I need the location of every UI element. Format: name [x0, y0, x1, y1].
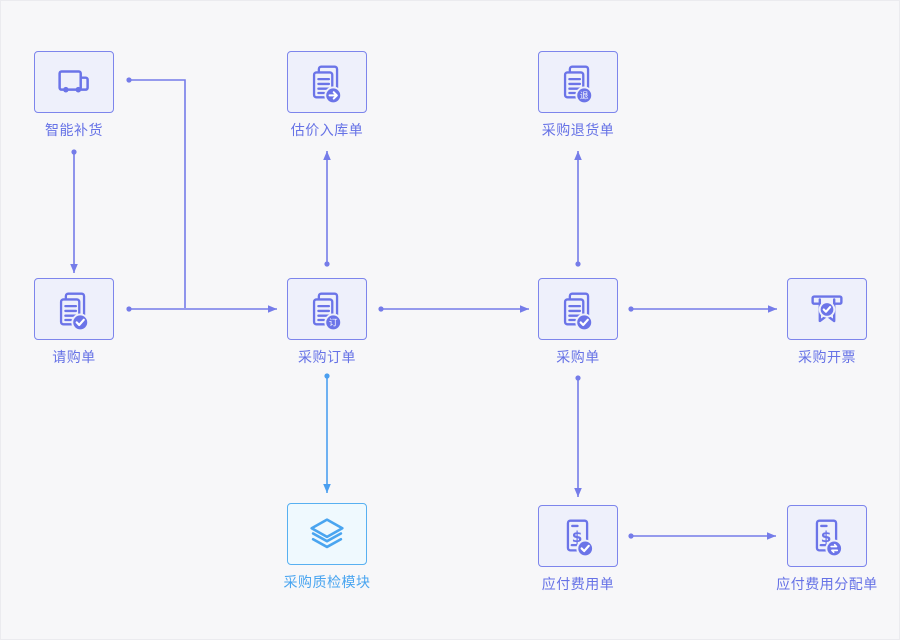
edge-order-to-quality	[323, 373, 331, 493]
edge-bill-to-expense	[574, 375, 582, 497]
edge-request-to-order	[126, 305, 277, 313]
smart-replenish-label: 智能补货	[45, 122, 103, 138]
layers-icon	[304, 511, 350, 557]
svg-text:订: 订	[329, 317, 338, 327]
edge-replenish-to-request	[70, 149, 78, 273]
node-smart-replenish[interactable]	[34, 51, 114, 113]
purchase-invoice-label: 采购开票	[798, 349, 856, 365]
invoice-ribbon-icon	[804, 286, 850, 332]
purchase-return-label: 采购退货单	[541, 122, 615, 138]
svg-text:$: $	[821, 528, 832, 546]
edge-expense-to-allocation	[628, 532, 776, 540]
node-payable-allocation[interactable]: $	[787, 505, 867, 567]
edge-replenish-to-order-merge	[126, 77, 186, 308]
edge-order-to-estimate	[323, 151, 331, 267]
purchase-order-label: 采购订单	[298, 349, 356, 365]
doc-check-icon	[555, 286, 601, 332]
doc-arrow-icon	[304, 59, 350, 105]
svg-text:$: $	[572, 528, 583, 546]
money-doc-check-icon: $	[555, 513, 601, 559]
payable-allocation-label: 应付费用分配单	[776, 576, 878, 592]
edge-order-to-bill	[378, 305, 529, 313]
node-purchase-return[interactable]: 退	[538, 51, 618, 113]
node-quality-module[interactable]	[287, 503, 367, 565]
money-doc-transfer-icon: $	[804, 513, 850, 559]
node-purchase-request[interactable]	[34, 278, 114, 340]
truck-icon	[51, 59, 97, 105]
node-purchase-order[interactable]: 订	[287, 278, 367, 340]
doc-order-icon: 订	[304, 286, 350, 332]
svg-text:退: 退	[580, 90, 589, 100]
node-purchase-invoice[interactable]	[787, 278, 867, 340]
estimate-inbound-label: 估价入库单	[290, 122, 364, 138]
purchase-request-label: 请购单	[52, 349, 96, 365]
payable-expense-label: 应付费用单	[541, 576, 615, 592]
doc-check-icon	[51, 286, 97, 332]
edge-bill-to-return	[574, 151, 582, 267]
node-payable-expense[interactable]: $	[538, 505, 618, 567]
quality-module-label: 采购质检模块	[283, 574, 371, 590]
doc-return-icon: 退	[555, 59, 601, 105]
node-estimate-inbound[interactable]	[287, 51, 367, 113]
node-purchase-bill[interactable]	[538, 278, 618, 340]
purchase-bill-label: 采购单	[556, 349, 600, 365]
edge-bill-to-invoice	[628, 305, 777, 313]
